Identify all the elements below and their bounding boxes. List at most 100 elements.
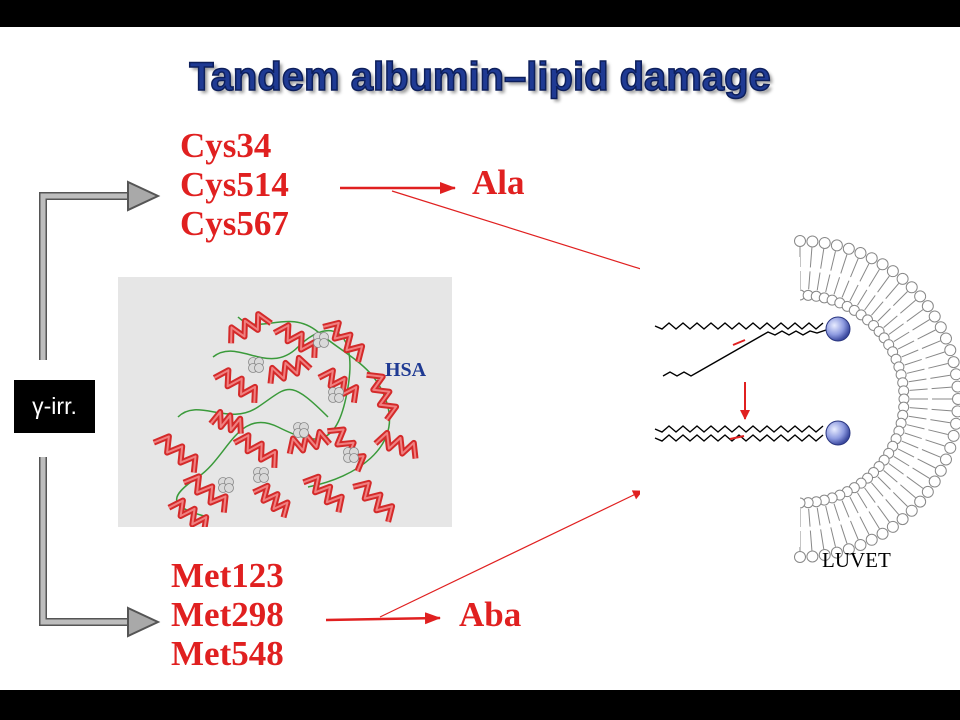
outer-lipid-head bbox=[842, 543, 855, 556]
outer-lipid-tail bbox=[930, 374, 951, 379]
ligand-atom bbox=[349, 453, 359, 463]
double-bond bbox=[732, 339, 746, 346]
ligand-atom bbox=[334, 393, 344, 403]
inner-lipid-tail bbox=[904, 432, 922, 440]
gamma-irradiation-label: γ-irr. bbox=[32, 393, 77, 419]
outer-lipid-head bbox=[950, 368, 960, 381]
outer-lipid-head bbox=[928, 475, 941, 488]
double-bond bbox=[729, 435, 745, 440]
outer-lipid-tail bbox=[925, 351, 945, 359]
outer-lipid-tail bbox=[900, 484, 916, 499]
outer-lipid-head bbox=[842, 242, 855, 255]
inner-lipid-tail bbox=[864, 487, 876, 503]
outer-lipid-tail bbox=[925, 439, 945, 447]
alpha-helix-highlight bbox=[327, 428, 365, 472]
ligand-atom bbox=[299, 428, 309, 438]
outer-lipid-head bbox=[886, 520, 899, 533]
outer-lipid-tail bbox=[885, 499, 900, 515]
outer-lipid-head bbox=[921, 300, 934, 313]
outer-lipid-tail bbox=[877, 275, 890, 293]
inner-lipid-tail bbox=[883, 315, 898, 328]
outer-lipid-tail bbox=[840, 524, 848, 544]
alpha-helix-highlight bbox=[366, 373, 398, 421]
lipid-chain-top-lower bbox=[662, 329, 827, 377]
outer-lipid-tail bbox=[830, 527, 836, 547]
outer-lipid-head bbox=[876, 527, 889, 540]
outer-lipid-head bbox=[818, 549, 831, 562]
alpha-helix-highlight bbox=[233, 434, 276, 468]
lipid-head-bottom bbox=[825, 420, 851, 446]
inner-lipid-tail bbox=[857, 289, 868, 306]
ligand-atom bbox=[259, 473, 269, 483]
outer-lipid-head bbox=[944, 441, 957, 454]
met-residue: Met123 bbox=[171, 556, 284, 595]
vesicle-mask bbox=[640, 257, 800, 547]
alpha-helix-highlight bbox=[153, 435, 197, 473]
outer-lipid-head bbox=[921, 485, 934, 498]
outer-lipid-head bbox=[854, 247, 867, 260]
outer-lipid-tail bbox=[931, 408, 952, 412]
alpha-helix-highlight bbox=[374, 431, 417, 459]
cys-to-radical-arrow bbox=[391, 190, 661, 278]
outer-lipid-head bbox=[794, 235, 806, 247]
outer-lipid-head bbox=[794, 551, 806, 563]
cys-residue: Cys567 bbox=[180, 204, 289, 243]
outer-lipid-head bbox=[928, 310, 941, 323]
lipid-head-top bbox=[825, 316, 851, 342]
inner-lipid-tail bbox=[849, 496, 859, 514]
inner-lipid-tail bbox=[841, 500, 850, 518]
outer-lipid-tail bbox=[892, 491, 908, 507]
outer-lipid-tail bbox=[931, 386, 952, 390]
alpha-helix-highlight bbox=[183, 475, 227, 513]
met-to-aba-arrow bbox=[325, 612, 441, 625]
inner-lipid-tail bbox=[825, 274, 831, 293]
alpha-helix-highlight bbox=[213, 369, 256, 403]
alpha-helix-highlight bbox=[230, 313, 272, 344]
outer-lipid-tail bbox=[885, 283, 900, 299]
product-ala: Ala bbox=[472, 163, 525, 202]
inner-lipid-tail bbox=[877, 308, 891, 322]
met-residue: Met548 bbox=[171, 634, 284, 673]
inner-lipid-tail bbox=[906, 424, 925, 430]
alpha-helix-highlight bbox=[210, 411, 242, 434]
arrows-layer bbox=[39, 180, 661, 638]
elbow-arrow-up bbox=[39, 180, 161, 360]
helix-group bbox=[152, 311, 419, 534]
inner-lipid-tail bbox=[816, 272, 821, 291]
inner-lipid-tail bbox=[906, 368, 925, 374]
outer-lipid-tail bbox=[906, 309, 924, 322]
outer-lipid-head bbox=[951, 405, 960, 418]
hsa-protein-image bbox=[118, 277, 452, 534]
alpha-helix-highlight bbox=[253, 484, 289, 518]
outer-lipid-head bbox=[944, 344, 957, 357]
lipid-chain-bottom-lower bbox=[654, 434, 824, 442]
outer-lipid-tail bbox=[930, 419, 951, 424]
inner-lipid-tail bbox=[808, 508, 811, 527]
outer-lipid-tail bbox=[900, 299, 916, 314]
outer-lipid-head bbox=[865, 252, 878, 265]
inner-lipid-tail bbox=[888, 323, 904, 335]
met-residue: Met298 bbox=[171, 595, 284, 634]
met-residue-list: Met123 Met298 Met548 bbox=[171, 556, 284, 674]
cys-residue-list: Cys34 Cys514 Cys567 bbox=[180, 126, 289, 244]
inner-lipid-tail bbox=[877, 476, 891, 490]
outer-lipid-tail bbox=[820, 529, 825, 550]
outer-lipid-tail bbox=[859, 263, 870, 282]
slide-title: Tandem albumin–lipid damage bbox=[188, 54, 771, 100]
outer-lipid-head bbox=[947, 356, 960, 369]
outer-lipid-head bbox=[818, 236, 831, 249]
outer-lipid-head bbox=[830, 546, 843, 559]
alpha-helix-highlight bbox=[269, 356, 312, 384]
outer-lipid-tail bbox=[912, 467, 930, 479]
vesicle-bilayer bbox=[640, 235, 960, 563]
inner-lipid-tail bbox=[893, 456, 910, 467]
outer-lipid-tail bbox=[830, 251, 836, 271]
outer-lipid-tail bbox=[809, 247, 813, 268]
outer-lipid-head bbox=[830, 239, 843, 252]
met-to-radical-arrow bbox=[379, 490, 643, 618]
outer-lipid-tail bbox=[868, 269, 880, 287]
outer-lipid-tail bbox=[928, 363, 948, 369]
slide: Tandem albumin–lipid damage bbox=[0, 27, 960, 690]
inner-lipid-tail bbox=[908, 415, 927, 420]
lipid-chain-bottom-upper bbox=[654, 425, 824, 433]
